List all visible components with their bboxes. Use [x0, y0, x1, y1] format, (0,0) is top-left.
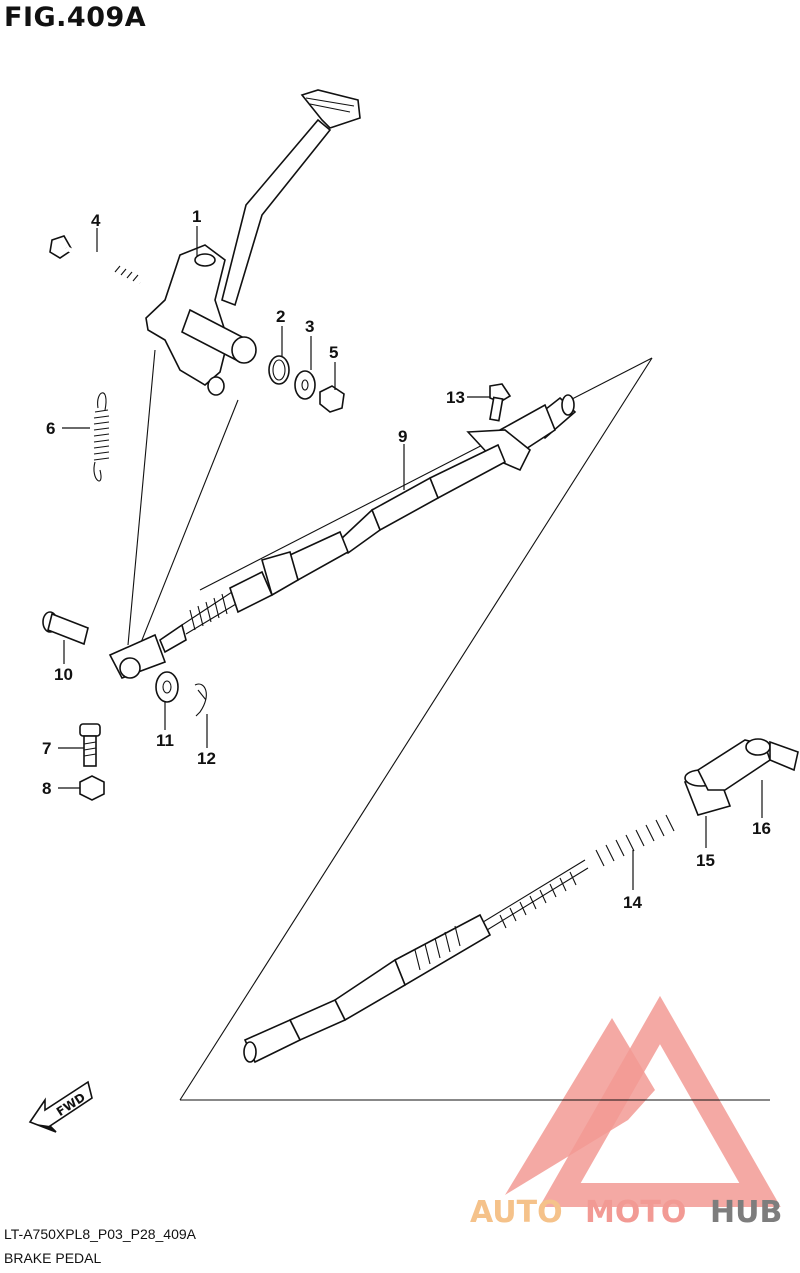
nut-part-5	[319, 385, 345, 413]
watermark-logo	[505, 995, 781, 1207]
guide-lines	[127, 349, 770, 1101]
svg-text:AUTO: AUTO	[470, 1195, 563, 1230]
washer-part-3	[294, 370, 316, 400]
callout-9: 9	[398, 427, 407, 446]
end-fitting-part-16	[696, 738, 799, 791]
spring-part-14	[595, 814, 675, 867]
spring-part-6	[93, 392, 110, 482]
watermark-text: AUTO MOTO HUB	[470, 1195, 782, 1230]
callout-5: 5	[329, 343, 338, 362]
callout-labels: 1 2 3 4 5 6 7 8 9 10 11 12 13 14 15 16	[42, 207, 771, 912]
callout-15: 15	[696, 851, 715, 870]
bolt-part-13	[489, 383, 512, 422]
callout-3: 3	[305, 317, 314, 336]
cable-part-9	[108, 394, 577, 679]
callout-10: 10	[54, 665, 73, 684]
callout-14: 14	[623, 893, 642, 912]
leader-lines	[58, 226, 763, 890]
figure-name: BRAKE PEDAL	[4, 1250, 102, 1266]
bolt-part-4	[49, 235, 141, 286]
callout-1: 1	[192, 207, 201, 226]
svg-text:HUB: HUB	[710, 1195, 782, 1230]
callout-16: 16	[752, 819, 771, 838]
brake-pedal-part	[145, 89, 361, 396]
callout-8: 8	[42, 779, 51, 798]
svg-text:MOTO: MOTO	[585, 1195, 686, 1230]
figure-title: FIG.409A	[4, 2, 147, 33]
figure-code: LT-A750XPL8_P03_P28_409A	[4, 1226, 197, 1242]
callout-12: 12	[197, 749, 216, 768]
callout-13: 13	[446, 388, 465, 407]
callout-2: 2	[276, 307, 285, 326]
callout-4: 4	[91, 211, 101, 230]
nut-part-8	[79, 775, 105, 801]
cable-part-14	[243, 859, 589, 1064]
bolt-part-7	[79, 723, 101, 767]
ring-part-2	[268, 355, 290, 385]
pin-part-10	[42, 611, 89, 646]
washer-part-11	[155, 671, 179, 703]
fwd-arrow-icon: FWD	[28, 1080, 93, 1133]
clip-part-12	[194, 683, 207, 717]
callout-11: 11	[156, 731, 174, 750]
callout-6: 6	[46, 419, 55, 438]
callout-7: 7	[42, 739, 51, 758]
